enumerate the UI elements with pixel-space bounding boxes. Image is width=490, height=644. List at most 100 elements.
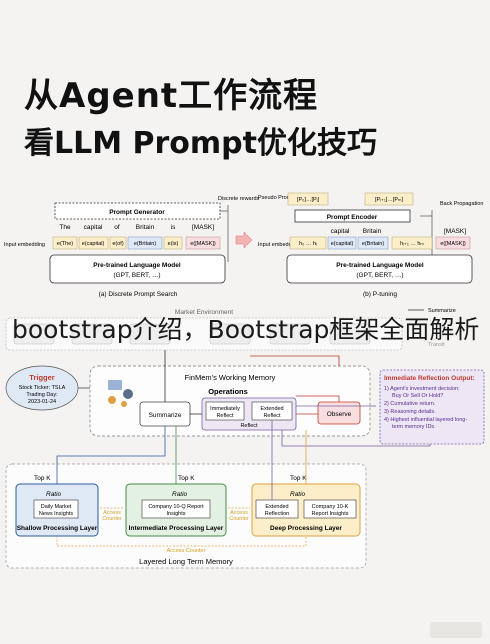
- ratio-deep: Ratio: [290, 491, 306, 498]
- lm-sub-b: (GPT, BERT, …): [356, 272, 403, 279]
- market-env-cards: [13, 323, 371, 345]
- working-memory-label: FinMem's Working Memory: [185, 373, 276, 382]
- immediately-reflect-label-2: Reflect: [216, 413, 234, 419]
- pemb-box-britain: [357, 236, 389, 250]
- overlay-caption: bootstrap介绍，Bootstrap框架全面解析: [12, 315, 480, 344]
- extended-reflect-label: Extended: [260, 406, 283, 412]
- emb-box-mask: [185, 236, 221, 250]
- trigger-title: Trigger: [29, 373, 55, 382]
- operations-label: Operations: [208, 387, 248, 396]
- lm-box-b: [286, 254, 473, 284]
- pemb-box-mask: [435, 236, 471, 250]
- output-item-1: 1) Agent's investment decision:: [384, 386, 460, 392]
- access-counter-2b: Counter: [229, 516, 249, 522]
- pemb-capital: e(capital): [331, 241, 354, 247]
- panel-arrow: [235, 231, 253, 249]
- trigger-ticker: Stock Ticker: TSLA: [19, 385, 66, 391]
- lm-box-a: [49, 254, 226, 284]
- extended-reflect-label-2: Reflect: [263, 413, 281, 419]
- market-env-label: Market Environment: [175, 309, 233, 316]
- title-line-1: 从Agent工作流程: [24, 76, 319, 116]
- agent-icon: [108, 380, 133, 407]
- watermark-logo: [430, 622, 482, 638]
- output-item-2: 2) Cumulative return.: [384, 401, 436, 407]
- output-title: Immediate Reflection Output:: [384, 375, 475, 382]
- prompt-box-2-label: [Pᵢ₊₁]…[Pₘ]: [375, 197, 403, 203]
- back-prop-label: Back Propagation: [440, 201, 483, 207]
- input-embedding-label-b: Input embedding: [258, 242, 299, 248]
- deep-inner-box-1: [255, 499, 299, 519]
- prompt-generator-label: Prompt Generator: [109, 209, 165, 216]
- ptuning-panel: Pseudo Prompts [P₀]…[Pᵢ] [Pᵢ₊₁]…[Pₘ] Pro…: [258, 192, 483, 298]
- emb-the: e(The): [57, 241, 73, 247]
- ptok-capital: capital: [331, 228, 350, 235]
- summarize-legend: Summarize: [428, 308, 456, 314]
- pemb-hi: hᵢ₊₁ … hₘ: [400, 241, 424, 247]
- output-item-4b: term memory IDs.: [392, 424, 436, 430]
- output-box: [379, 369, 485, 445]
- topk-deep: Top K: [290, 475, 307, 482]
- long-term-label: Layered Long Term Memory: [139, 557, 233, 566]
- emb-box-of: [109, 236, 127, 250]
- token-of: of: [114, 224, 120, 231]
- deep-layer-label: Deep Processing Layer: [270, 525, 342, 532]
- prompt-box-2: [364, 192, 414, 206]
- pemb-box-h0: [289, 236, 327, 250]
- observe-label: Observe: [327, 411, 352, 418]
- input-embedding-label-a: Input embedding: [4, 242, 45, 248]
- access-counter-3: Access Counter: [167, 548, 206, 554]
- shallow-inner-1: Daily Market: [41, 504, 72, 510]
- caption-a: (a) Discrete Prompt Search: [99, 291, 178, 298]
- finmem-figure: Market Environment Summarize Transit Tri…: [5, 308, 485, 569]
- emb-box-britain: [127, 236, 163, 250]
- discrete-tokens: The capital of Britain is [MASK]: [59, 224, 214, 231]
- topk-inter: Top K: [178, 475, 195, 482]
- deep-inner-1b: Reflection: [265, 511, 289, 517]
- immediately-reflect-label: Immediately: [210, 406, 240, 412]
- lm-title-a: Pre-trained Language Model: [93, 262, 181, 269]
- emb-of: e(of): [112, 241, 123, 247]
- emb-box-capital: [78, 236, 109, 250]
- pemb-box-hi: [391, 236, 433, 250]
- trigger-day: Trading Day:: [26, 392, 58, 398]
- summarize-label: Summarize: [149, 412, 182, 419]
- inter-layer-label: Intermediate Processing Layer: [129, 525, 224, 532]
- deep-inner-box-2: [303, 499, 357, 519]
- token-the: The: [59, 224, 71, 231]
- topk-shallow: Top K: [34, 475, 51, 482]
- prompt-box-1: [287, 192, 329, 206]
- prompt-box-1-label: [P₀]…[Pᵢ]: [297, 197, 320, 203]
- token-is: is: [171, 224, 176, 231]
- emb-box-the: [52, 236, 78, 250]
- output-item-4: 4) Highest influential layered long-: [384, 417, 467, 423]
- ptok-britain: Britain: [363, 228, 382, 235]
- inter-inner-2: Insights: [167, 511, 186, 517]
- prompt-figure: Prompt Generator Discrete rewards Input …: [4, 192, 483, 298]
- prompt-encoder-box: [294, 209, 411, 223]
- access-counter-2: Access: [230, 510, 248, 516]
- shallow-layer-label: Shallow Processing Layer: [17, 525, 98, 532]
- transit-legend: Transit: [428, 342, 445, 348]
- trigger-date: 2023-01-24: [28, 399, 56, 405]
- output-item-3: 3) Reasoning details.: [384, 409, 436, 415]
- discrete-panel: Prompt Generator Discrete rewards Input …: [4, 196, 260, 298]
- immediately-reflect-box: [205, 401, 245, 421]
- inter-inner-box: [141, 499, 211, 519]
- pemb-h0: h₀ … hᵢ: [299, 241, 317, 247]
- deep-inner-1a: Extended: [265, 504, 288, 510]
- token-capital: capital: [84, 224, 103, 231]
- caption-b: (b) P-tuning: [363, 291, 397, 298]
- token-britain: Britain: [136, 224, 155, 231]
- pseudo-prompts-label: Pseudo Prompts: [258, 195, 299, 201]
- lm-title-b: Pre-trained Language Model: [336, 262, 424, 269]
- prompt-encoder-label: Prompt Encoder: [327, 214, 378, 221]
- emb-box-is: [163, 236, 183, 250]
- ptok-mask: [MASK]: [444, 228, 466, 235]
- pemb-mask: e([MASK]): [440, 241, 466, 247]
- access-counter-1b: Counter: [102, 516, 122, 522]
- inter-inner-1: Company 10-Q Report: [148, 504, 204, 510]
- reflect-label: Reflect: [240, 423, 258, 429]
- emb-britain: e(Britain): [134, 241, 156, 247]
- access-counter-1: Access: [103, 510, 121, 516]
